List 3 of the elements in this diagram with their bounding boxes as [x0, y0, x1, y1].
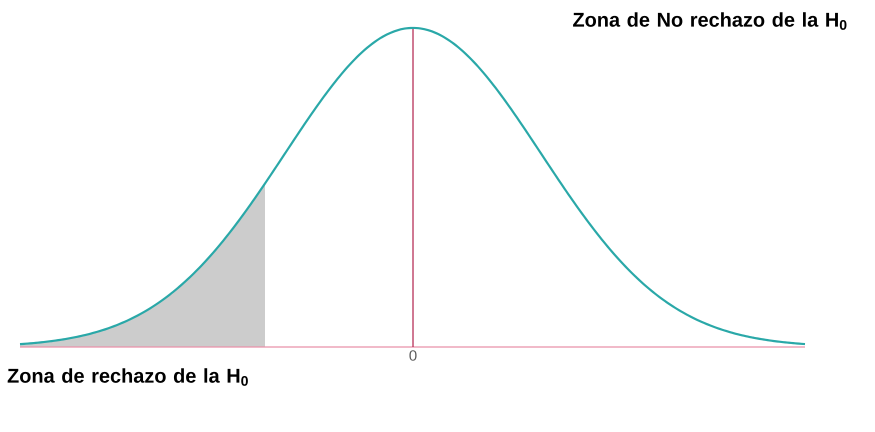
axis-label: 0	[409, 350, 417, 361]
zone-label: Zona de rechazo de la H$_{0}$	[8, 368, 248, 386]
zone-label: Zona de No rechazo de la H$_{0}$	[573, 12, 846, 30]
